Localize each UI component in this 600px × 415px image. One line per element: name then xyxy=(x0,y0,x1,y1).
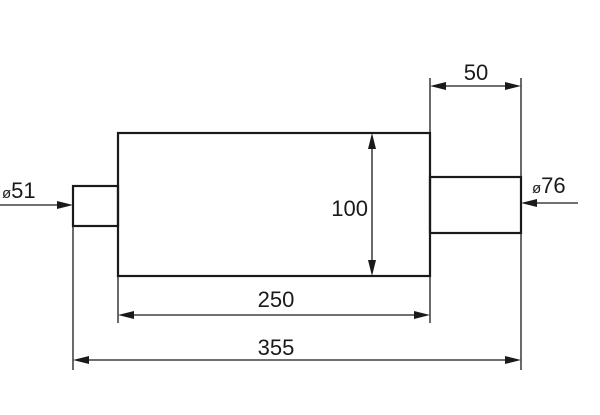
dim-label-outlet-diameter: ø76 xyxy=(532,173,566,198)
dim-outlet-diameter: ø76 xyxy=(521,173,578,207)
arrow-head xyxy=(368,260,376,276)
muffler-body xyxy=(116,131,432,278)
arrow-head xyxy=(505,82,521,90)
arrow-head xyxy=(505,356,521,364)
inlet-pipe xyxy=(71,184,120,228)
dim-body-height: 100 xyxy=(331,133,376,276)
dim-label-outlet-length: 50 xyxy=(464,60,488,85)
arrow-head xyxy=(430,82,446,90)
dim-overall-length: 355 xyxy=(73,335,521,364)
dim-label-overall-length: 355 xyxy=(258,335,295,360)
part-outline xyxy=(71,131,523,278)
dim-body-length: 250 xyxy=(118,287,430,319)
diameter-symbol: ø xyxy=(532,180,541,197)
dim-inlet-diameter: ø51 xyxy=(0,178,73,209)
outlet-pipe xyxy=(428,175,523,235)
arrow-head xyxy=(521,199,537,207)
arrow-head xyxy=(118,311,134,319)
extension-lines xyxy=(72,78,522,370)
arrow-head xyxy=(368,133,376,149)
dim-outlet-length: 50 xyxy=(430,60,521,90)
dim-label-body-height: 100 xyxy=(331,196,368,221)
arrow-head xyxy=(57,201,73,209)
arrow-head xyxy=(414,311,430,319)
diameter-value: 76 xyxy=(541,173,565,198)
arrow-head xyxy=(73,356,89,364)
diameter-symbol: ø xyxy=(2,185,11,202)
diameter-value: 51 xyxy=(11,178,35,203)
dim-label-inlet-diameter: ø51 xyxy=(2,178,36,203)
dim-label-body-length: 250 xyxy=(258,287,295,312)
